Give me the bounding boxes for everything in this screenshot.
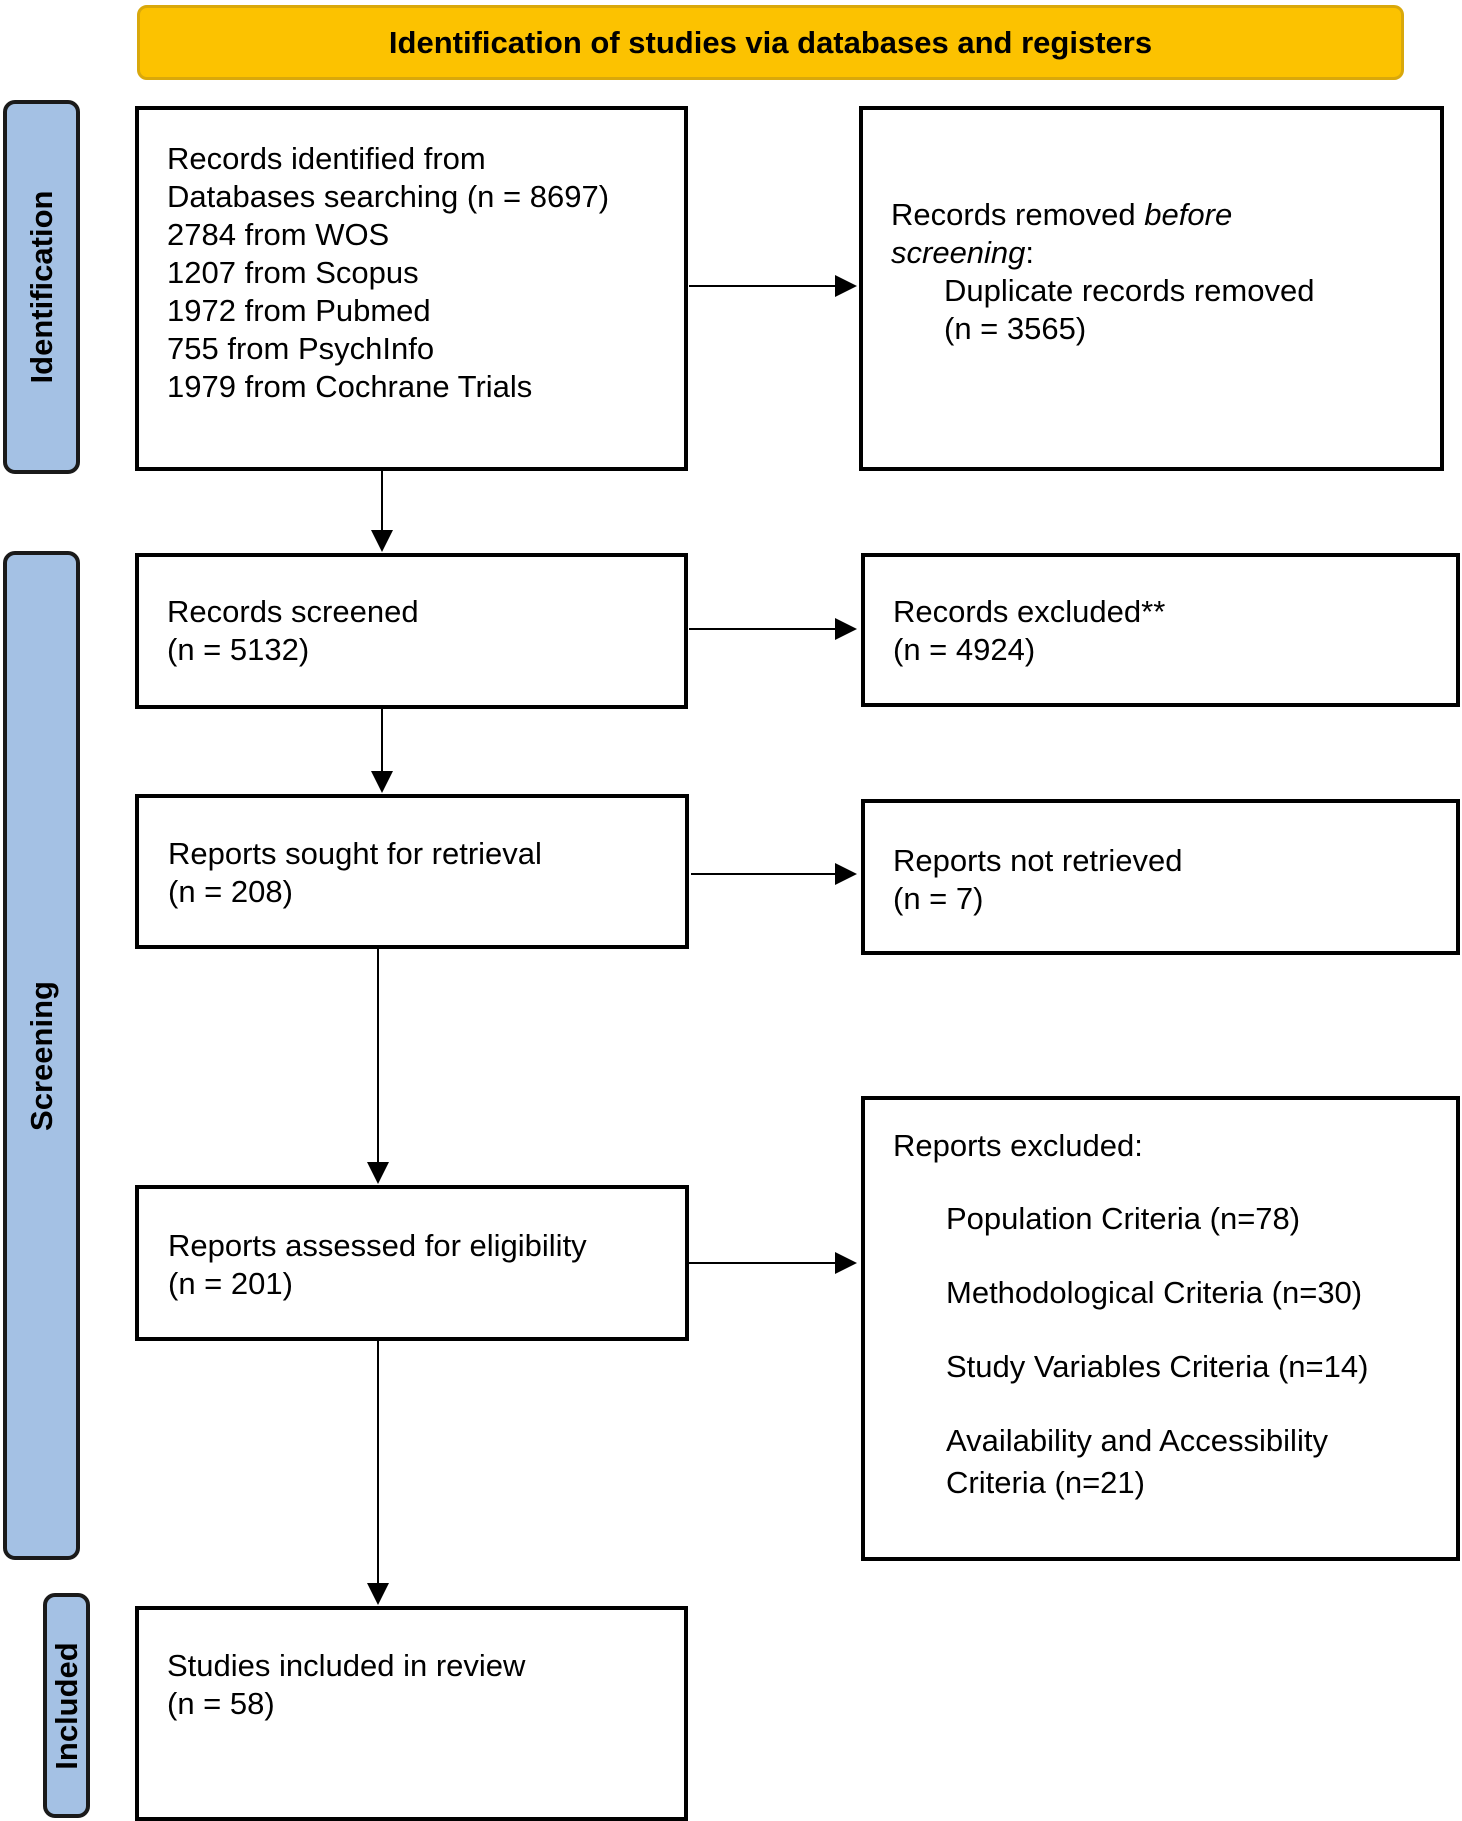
reports-assessed-count: (n = 201): [168, 1266, 293, 1301]
records-removed-count: (n = 3565): [944, 311, 1087, 346]
reports-not-retrieved-count: (n = 7): [893, 881, 984, 916]
arrow-to-reports-not-retrieved: [691, 863, 857, 885]
records-identified-line: 1979 from Cochrane Trials: [167, 369, 533, 404]
header-banner: Identification of studies via databases …: [137, 5, 1404, 80]
records-removed-box: Records removed before screening: Duplic…: [859, 106, 1444, 471]
reports-excluded-reason: Study Variables Criteria (n=14): [946, 1349, 1369, 1384]
records-removed-heading-2: screening:: [891, 234, 1440, 272]
reports-excluded-reason: Population Criteria (n=78): [946, 1201, 1301, 1236]
arrow-to-reports-sought: [371, 709, 393, 793]
records-screened-count: (n = 5132): [167, 632, 310, 667]
arrow-to-records-screened: [371, 471, 393, 552]
records-identified-line: 1972 from Pubmed: [167, 293, 431, 328]
records-excluded-label: Records excluded**: [893, 594, 1166, 629]
phase-identification-label: Identification: [23, 190, 59, 384]
reports-not-retrieved-box: Reports not retrieved (n = 7): [861, 799, 1460, 955]
records-removed-prefix: Records removed: [891, 197, 1145, 232]
reports-excluded-box: Reports excluded: Population Criteria (n…: [861, 1096, 1460, 1561]
reports-sought-box: Reports sought for retrieval (n = 208): [135, 794, 689, 949]
studies-included-label: Studies included in review: [167, 1648, 526, 1683]
records-removed-heading: Records removed before: [891, 196, 1440, 234]
reports-excluded-reason: Availability and Accessibility: [946, 1423, 1328, 1458]
records-identified-box: Records identified from Databases search…: [135, 106, 688, 471]
records-screened-label: Records screened: [167, 594, 419, 629]
reports-not-retrieved-label: Reports not retrieved: [893, 843, 1183, 878]
phase-screening-label: Screening: [23, 980, 59, 1131]
studies-included-count: (n = 58): [167, 1686, 275, 1721]
records-removed-suffix: :: [1025, 235, 1035, 270]
records-removed-emph-screening: screening: [891, 235, 1026, 270]
records-screened-box: Records screened (n = 5132): [135, 553, 688, 709]
arrow-to-reports-excluded: [689, 1252, 857, 1274]
phase-included-label: Included: [48, 1641, 84, 1770]
arrow-to-reports-assessed: [367, 949, 389, 1184]
reports-assessed-box: Reports assessed for eligibility (n = 20…: [135, 1185, 689, 1341]
reports-excluded-reason: Methodological Criteria (n=30): [946, 1275, 1363, 1310]
records-identified-line: 2784 from WOS: [167, 217, 390, 252]
records-removed-emph-before: before: [1144, 197, 1233, 232]
reports-sought-label: Reports sought for retrieval: [168, 836, 542, 871]
records-identified-line: 1207 from Scopus: [167, 255, 419, 290]
arrow-to-studies-included: [367, 1341, 389, 1605]
reports-excluded-reason: Criteria (n=21): [946, 1465, 1145, 1500]
reports-assessed-label: Reports assessed for eligibility: [168, 1228, 587, 1263]
header-title: Identification of studies via databases …: [388, 24, 1153, 60]
records-identified-line: Records identified from: [167, 141, 486, 176]
studies-included-box: Studies included in review (n = 58): [135, 1606, 688, 1821]
phase-screening: Screening: [3, 551, 80, 1560]
records-removed-detail: Duplicate records removed: [944, 273, 1315, 308]
arrow-to-records-excluded: [689, 618, 857, 640]
records-identified-line: Databases searching (n = 8697): [167, 179, 610, 214]
phase-identification: Identification: [3, 100, 80, 474]
records-identified-line: 755 from PsychInfo: [167, 331, 435, 366]
arrow-to-records-removed: [689, 275, 857, 297]
reports-excluded-label: Reports excluded:: [893, 1128, 1143, 1163]
records-excluded-count: (n = 4924): [893, 632, 1036, 667]
reports-sought-count: (n = 208): [168, 874, 293, 909]
phase-included: Included: [43, 1593, 90, 1818]
records-excluded-box: Records excluded** (n = 4924): [861, 553, 1460, 707]
